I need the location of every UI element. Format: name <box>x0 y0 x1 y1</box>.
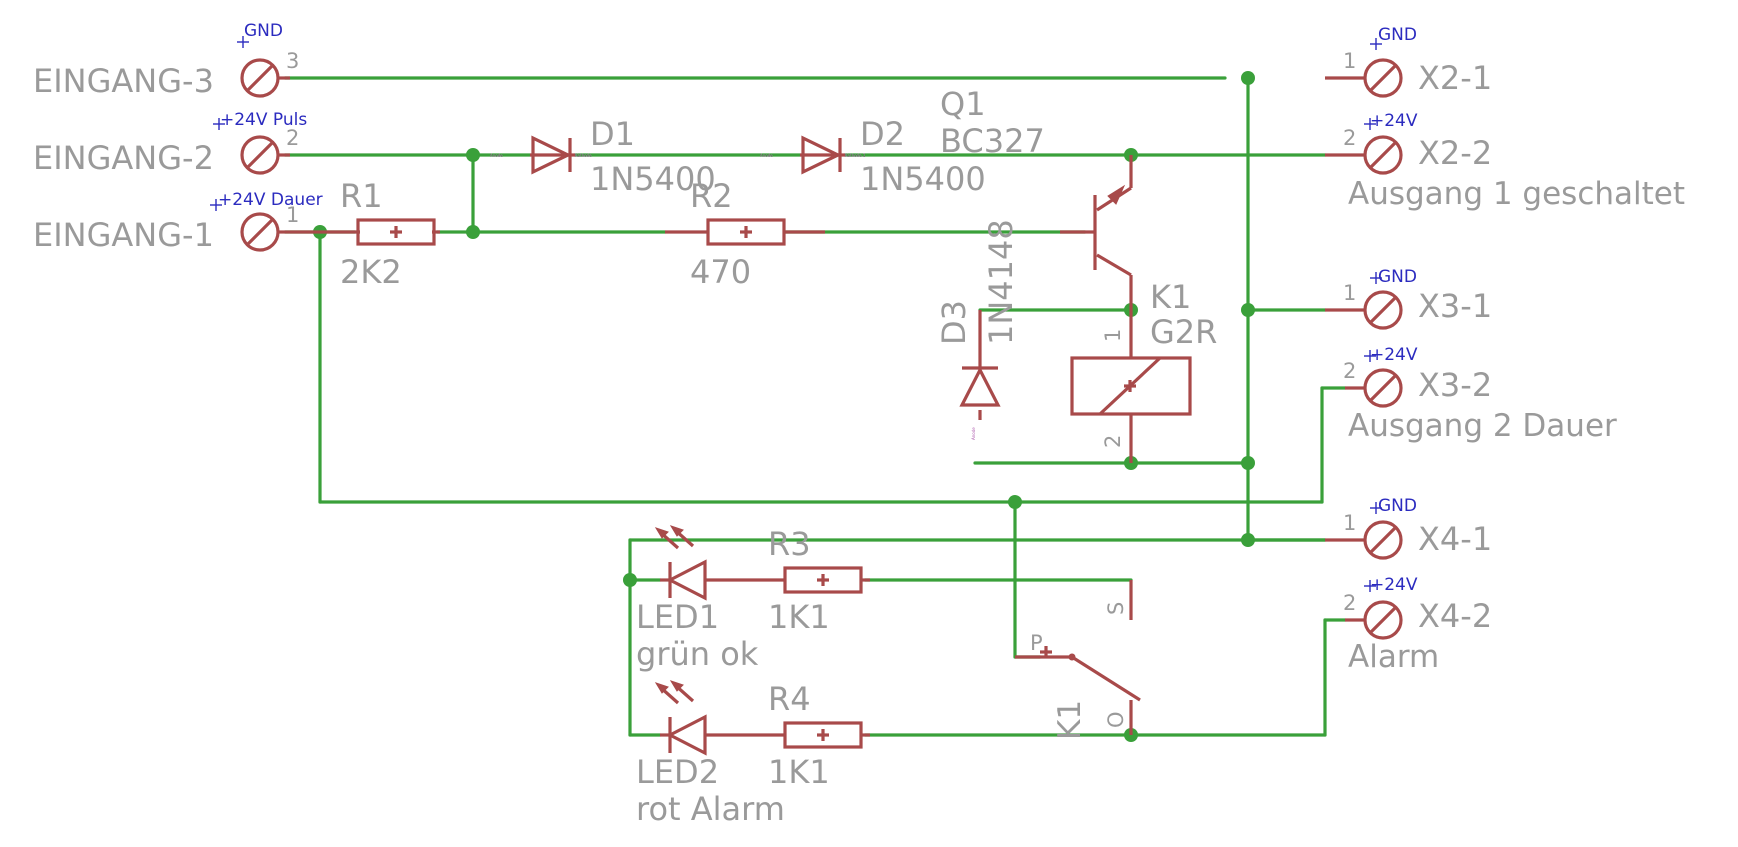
output-description: Ausgang 1 geschaltet <box>1348 176 1685 212</box>
pin-number: 1 <box>1343 49 1356 73</box>
wires <box>283 76 1347 737</box>
pin-number: 1 <box>1343 511 1356 535</box>
pin-number: 1 <box>1343 281 1356 305</box>
output-description: Alarm <box>1348 639 1439 675</box>
terminal-eingang-3: EINGANG-3 3 GND <box>33 21 299 100</box>
output-description: Ausgang 2 Dauer <box>1348 408 1617 444</box>
component-value: 470 <box>690 253 751 291</box>
component-value: 1K1 <box>768 598 830 636</box>
svg-text:Anode: Anode <box>760 153 773 158</box>
supply-label: GND <box>1378 267 1417 287</box>
component-value: grün ok <box>636 635 759 673</box>
pin-number: 2 <box>1343 359 1356 383</box>
pin-number: 1 <box>286 203 299 227</box>
component-value: 1N5400 <box>590 160 716 198</box>
supply-label: GND <box>1378 496 1417 516</box>
switch-pin-s: S <box>1104 602 1128 615</box>
component-name: LED2 <box>636 753 719 791</box>
junction <box>466 225 480 239</box>
junction <box>1241 71 1255 85</box>
terminal-name: X4-1 <box>1418 520 1492 558</box>
resistor-r4: R4 1K1 <box>705 680 870 791</box>
supply-label: +24V <box>1370 345 1418 365</box>
component-value: 1N4148 <box>982 219 1020 345</box>
terminal-name: X3-2 <box>1418 366 1492 404</box>
pin-number: 3 <box>286 49 299 73</box>
output-terminals: 1 X2-1 GND 2 X2-2 +24V Ausgang 1 geschal… <box>1325 25 1685 675</box>
component-name: R1 <box>340 177 383 215</box>
terminal-name: X2-2 <box>1418 134 1492 172</box>
pin-number: 2 <box>1101 435 1125 448</box>
relay-coil-k1: K1 G2R 1 2 <box>1070 278 1217 463</box>
supply-label: GND <box>244 21 283 41</box>
terminal-x3-2: 2 X3-2 +24V Ausgang 2 Dauer <box>1343 345 1617 444</box>
component-name: D1 <box>590 115 635 153</box>
junction <box>1008 495 1022 509</box>
component-name: Q1 <box>940 85 986 123</box>
terminal-x4-1: 1 X4-1 GND <box>1325 496 1492 560</box>
terminal-name: EINGANG-2 <box>33 139 214 177</box>
led-led1: LED1 grün ok <box>636 525 759 673</box>
diode-d1: Anode Kathode D1 1N5400 <box>490 115 716 198</box>
diode-d3: Anode D3 1N4148 <box>935 219 1020 440</box>
pin-number: 2 <box>286 126 299 150</box>
terminal-name: X2-1 <box>1418 59 1492 97</box>
transistor-q1: Q1 BC327 <box>940 85 1133 310</box>
supply-label: +24V Puls <box>220 110 307 130</box>
svg-text:Anode: Anode <box>490 153 503 158</box>
pin-number: 2 <box>1343 591 1356 615</box>
resistor-r3: R3 1K1 <box>705 525 870 636</box>
component-name: D3 <box>935 300 973 345</box>
terminal-x3-1: 1 X3-1 GND <box>1325 267 1492 330</box>
junction <box>1241 533 1255 547</box>
component-name: K1 <box>1052 700 1088 740</box>
pin-number: 2 <box>1343 126 1356 150</box>
component-name: LED1 <box>636 598 719 636</box>
supply-label: GND <box>1378 25 1417 45</box>
supply-label: +24V <box>1370 575 1418 595</box>
terminal-eingang-2: EINGANG-2 2 +24V Puls <box>33 110 307 177</box>
terminal-x4-2: 2 X4-2 +24V Alarm <box>1343 575 1492 675</box>
terminal-name: X4-2 <box>1418 597 1492 635</box>
component-name: K1 <box>1150 278 1191 316</box>
component-name: R4 <box>768 680 811 718</box>
resistor-r2: R2 470 <box>665 177 825 291</box>
terminal-name: EINGANG-3 <box>33 62 214 100</box>
pin-number: 1 <box>1101 329 1125 342</box>
svg-text:Kathode: Kathode <box>575 153 592 158</box>
component-name: D2 <box>860 115 905 153</box>
terminal-x2-2: 2 X2-2 +24V Ausgang 1 geschaltet <box>1325 111 1685 212</box>
input-terminals: EINGANG-3 3 GND EINGANG-2 2 +24V Puls EI… <box>33 21 323 254</box>
junctions <box>313 71 1255 742</box>
switch-pin-o: O <box>1104 711 1128 728</box>
component-name: R2 <box>690 177 733 215</box>
switch-pin-p: P <box>1030 631 1043 655</box>
supply-label: +24V <box>1370 111 1418 131</box>
component-name: R3 <box>768 525 811 563</box>
terminal-eingang-1: EINGANG-1 1 +24V Dauer <box>33 190 323 254</box>
component-value: 1N5400 <box>860 160 986 198</box>
svg-text:Anode: Anode <box>971 427 976 440</box>
component-value: BC327 <box>940 122 1045 160</box>
terminal-x2-1: 1 X2-1 GND <box>1325 25 1492 98</box>
svg-text:Kathode 2: Kathode 2 <box>845 153 866 158</box>
relay-switch-k1: P S O K1 <box>1015 580 1141 740</box>
terminal-name: X3-1 <box>1418 287 1492 325</box>
component-value: 2K2 <box>340 253 402 291</box>
junction <box>466 148 480 162</box>
diode-d2: Anode Kathode 2 D2 1N5400 <box>760 115 986 198</box>
junction <box>1241 456 1255 470</box>
led-led2: LED2 rot Alarm <box>636 680 785 828</box>
component-value: 1K1 <box>768 753 830 791</box>
junction <box>1241 303 1255 317</box>
terminal-name: EINGANG-1 <box>33 216 214 254</box>
component-value: rot Alarm <box>636 790 785 828</box>
junction <box>623 573 637 587</box>
supply-label: +24V Dauer <box>218 190 323 210</box>
resistor-r1: R1 2K2 <box>290 177 440 291</box>
component-value: G2R <box>1150 313 1217 351</box>
